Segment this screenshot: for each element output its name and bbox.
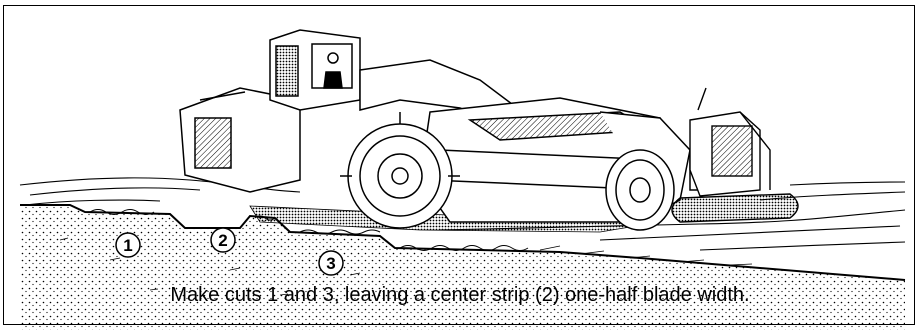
- callout-label-3: 3: [326, 254, 335, 273]
- scraper: [179, 29, 717, 231]
- figure-caption: Make cuts 1 and 3, leaving a center stri…: [170, 284, 750, 306]
- crawler-dozer: [671, 87, 799, 223]
- callout-2: 2: [210, 227, 236, 253]
- callout-1: 1: [115, 232, 141, 258]
- soil-texture: [59, 237, 753, 296]
- callout-3: 3: [318, 250, 344, 276]
- callout-label-2: 2: [218, 231, 227, 250]
- ground-cut-profile: [20, 204, 906, 330]
- callout-label-1: 1: [123, 236, 132, 255]
